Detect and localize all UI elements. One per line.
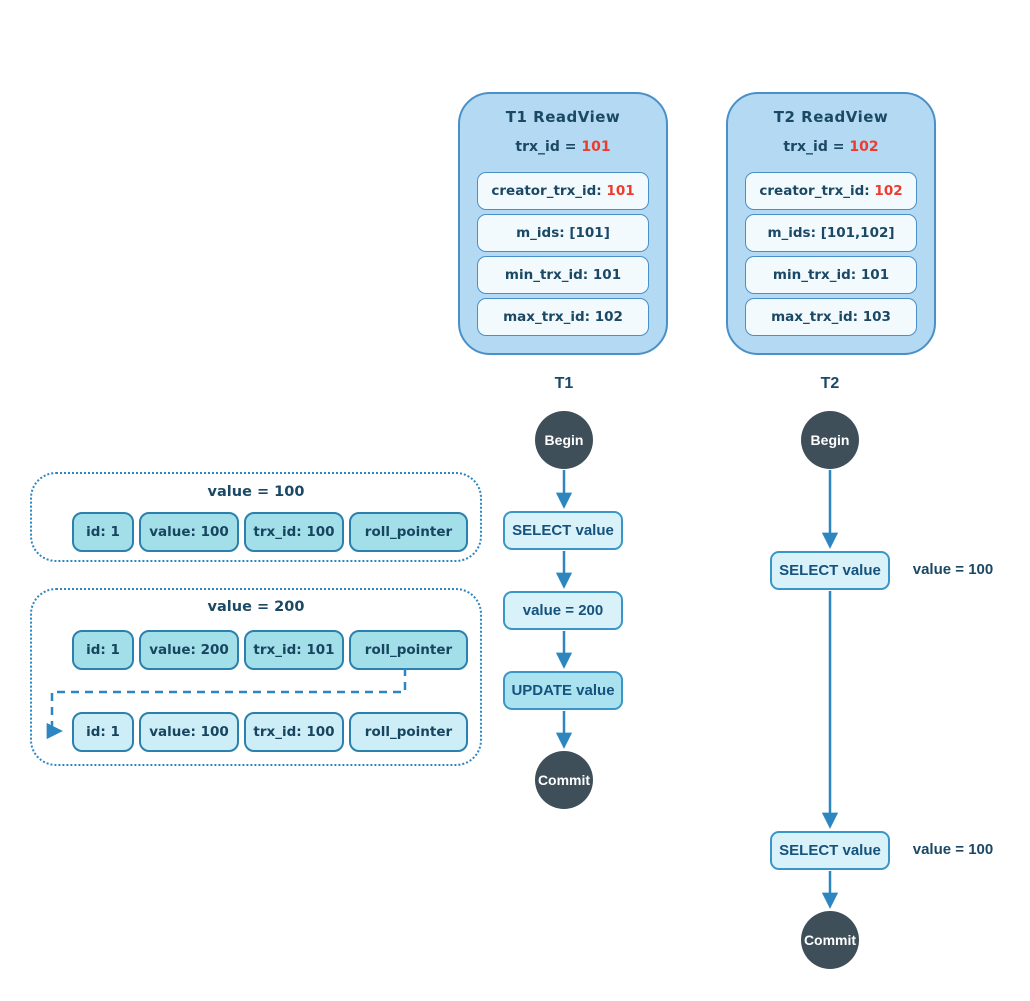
chain-title-100: value = 100 bbox=[207, 484, 305, 500]
flow-step-t1-value200: value = 200 bbox=[503, 591, 623, 630]
readview-panel-t1: T1 ReadView trx_id = 101 creator_trx_id:… bbox=[458, 92, 668, 355]
record-cell-value: value: 100 bbox=[139, 512, 239, 552]
record-cell-rollpointer: roll_pointer bbox=[349, 630, 468, 670]
readview-field-mids: m_ids: [101] bbox=[477, 214, 649, 252]
record-cell-trxid: trx_id: 100 bbox=[244, 512, 344, 552]
readview-field-mids: m_ids: [101,102] bbox=[745, 214, 917, 252]
record-cell-id: id: 1 bbox=[72, 512, 134, 552]
readview-field-min: min_trx_id: 101 bbox=[745, 256, 917, 294]
trxid-value: 102 bbox=[849, 139, 879, 155]
undo-record-cell-value: value: 100 bbox=[139, 712, 239, 752]
flow-label-t2: T2 bbox=[820, 375, 840, 392]
commit-node-t2: Commit bbox=[801, 911, 859, 969]
undo-record-cell-trxid: trx_id: 100 bbox=[244, 712, 344, 752]
trxid-label: trx_id = bbox=[783, 139, 850, 155]
begin-node-t1: Begin bbox=[535, 411, 593, 469]
trxid-value: 101 bbox=[581, 139, 611, 155]
readview-title-t2: T2 ReadView bbox=[773, 108, 889, 126]
readview-fields-t1: creator_trx_id: 101 m_ids: [101] min_trx… bbox=[477, 172, 649, 340]
flow-step-t2-select1: SELECT value bbox=[770, 551, 890, 590]
readview-fields-t2: creator_trx_id: 102 m_ids: [101,102] min… bbox=[745, 172, 917, 340]
readview-field-creator: creator_trx_id: 102 bbox=[745, 172, 917, 210]
record-cell-value: value: 200 bbox=[139, 630, 239, 670]
readview-trxid-line-t1: trx_id = 101 bbox=[460, 139, 666, 155]
undo-record-cell-rollpointer: roll_pointer bbox=[349, 712, 468, 752]
flow-note-t2-select2: value = 100 bbox=[912, 841, 994, 858]
record-cell-id: id: 1 bbox=[72, 630, 134, 670]
record-cell-rollpointer: roll_pointer bbox=[349, 512, 468, 552]
record-cell-trxid: trx_id: 101 bbox=[244, 630, 344, 670]
readview-field-creator: creator_trx_id: 101 bbox=[477, 172, 649, 210]
readview-field-min: min_trx_id: 101 bbox=[477, 256, 649, 294]
readview-title-t1: T1 ReadView bbox=[505, 108, 621, 126]
flow-step-t1-update: UPDATE value bbox=[503, 671, 623, 710]
readview-field-max: max_trx_id: 103 bbox=[745, 298, 917, 336]
flow-label-t1: T1 bbox=[554, 375, 574, 392]
readview-field-max: max_trx_id: 102 bbox=[477, 298, 649, 336]
readview-panel-t2: T2 ReadView trx_id = 102 creator_trx_id:… bbox=[726, 92, 936, 355]
version-chain-box-200: value = 200 id: 1 value: 200 trx_id: 101… bbox=[30, 588, 482, 766]
undo-record-cell-id: id: 1 bbox=[72, 712, 134, 752]
readview-trxid-line-t2: trx_id = 102 bbox=[728, 139, 934, 155]
flow-step-t2-select2: SELECT value bbox=[770, 831, 890, 870]
begin-node-t2: Begin bbox=[801, 411, 859, 469]
commit-node-t1: Commit bbox=[535, 751, 593, 809]
flow-note-t2-select1: value = 100 bbox=[912, 561, 994, 578]
trxid-label: trx_id = bbox=[515, 139, 582, 155]
version-chain-box-100: value = 100 id: 1 value: 100 trx_id: 100… bbox=[30, 472, 482, 562]
chain-title-200: value = 200 bbox=[207, 599, 305, 615]
flow-step-t1-select: SELECT value bbox=[503, 511, 623, 550]
